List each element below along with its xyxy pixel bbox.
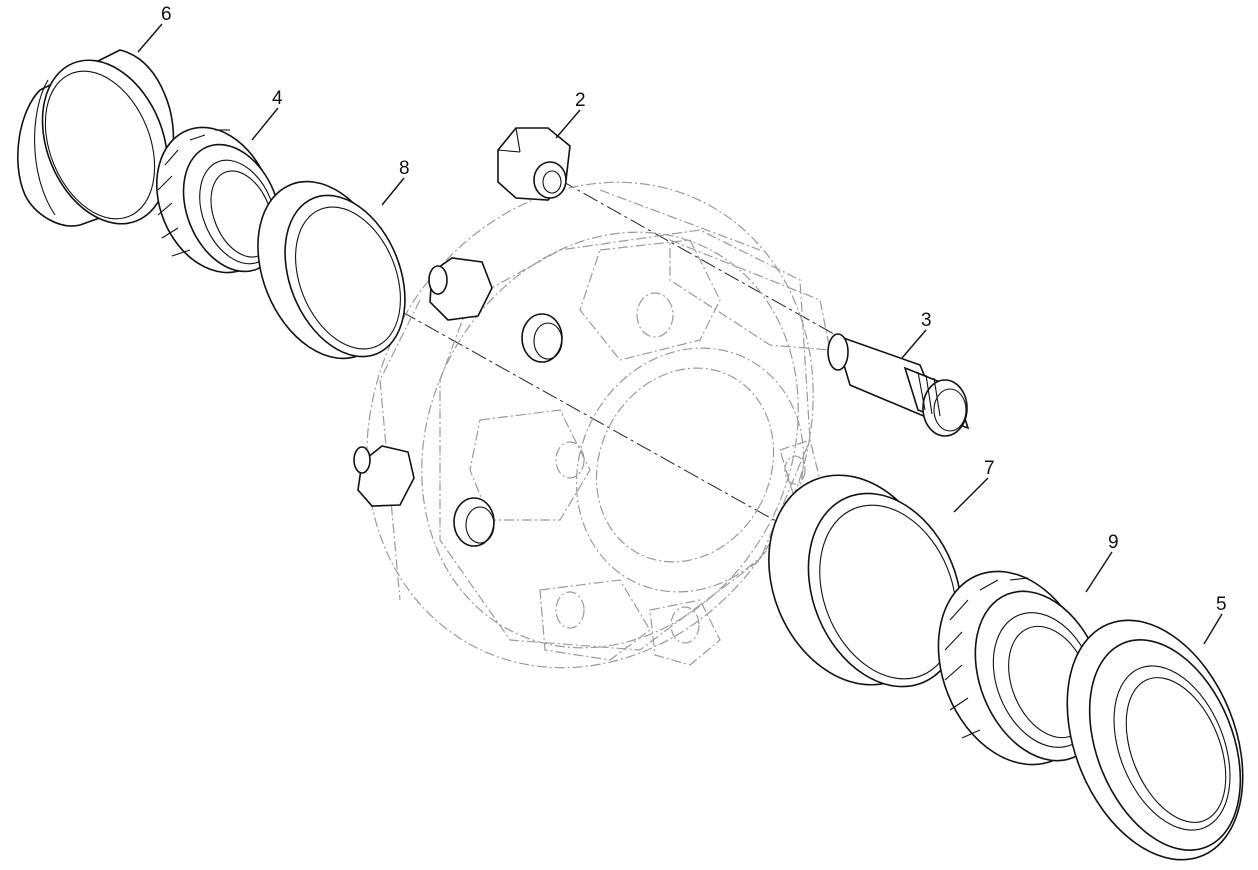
hub-lug-bolts — [353, 257, 563, 547]
leader-4 — [251, 107, 279, 141]
bearing-cone-part-4 — [155, 126, 282, 274]
callout-6: 6 — [161, 4, 172, 25]
leader-2 — [555, 109, 581, 139]
leader-3 — [901, 329, 927, 359]
leader-5 — [1203, 613, 1223, 645]
leader-6 — [137, 23, 163, 53]
leader-9 — [1085, 551, 1113, 593]
stud-axis — [559, 179, 881, 361]
callout-8: 8 — [399, 158, 410, 179]
lug-nut-part-2 — [497, 127, 571, 201]
callout-5: 5 — [1216, 594, 1227, 615]
bearing-cup-part-8 — [257, 180, 406, 360]
callout-7: 7 — [984, 458, 995, 479]
callout-3: 3 — [921, 310, 932, 331]
callout-labels: 6 4 8 2 3 7 9 5 — [161, 4, 1227, 615]
dust-cap-part-6 — [17, 49, 175, 227]
leader-7 — [953, 477, 989, 513]
wheel-stud-part-3 — [827, 333, 970, 437]
callout-4: 4 — [272, 88, 283, 109]
bearing-cup-part-7 — [768, 474, 963, 688]
leader-8 — [381, 177, 405, 206]
callout-2: 2 — [575, 90, 586, 111]
leader-lines — [137, 23, 1223, 645]
callout-9: 9 — [1108, 532, 1119, 553]
grease-seal-part-5 — [1066, 619, 1244, 861]
